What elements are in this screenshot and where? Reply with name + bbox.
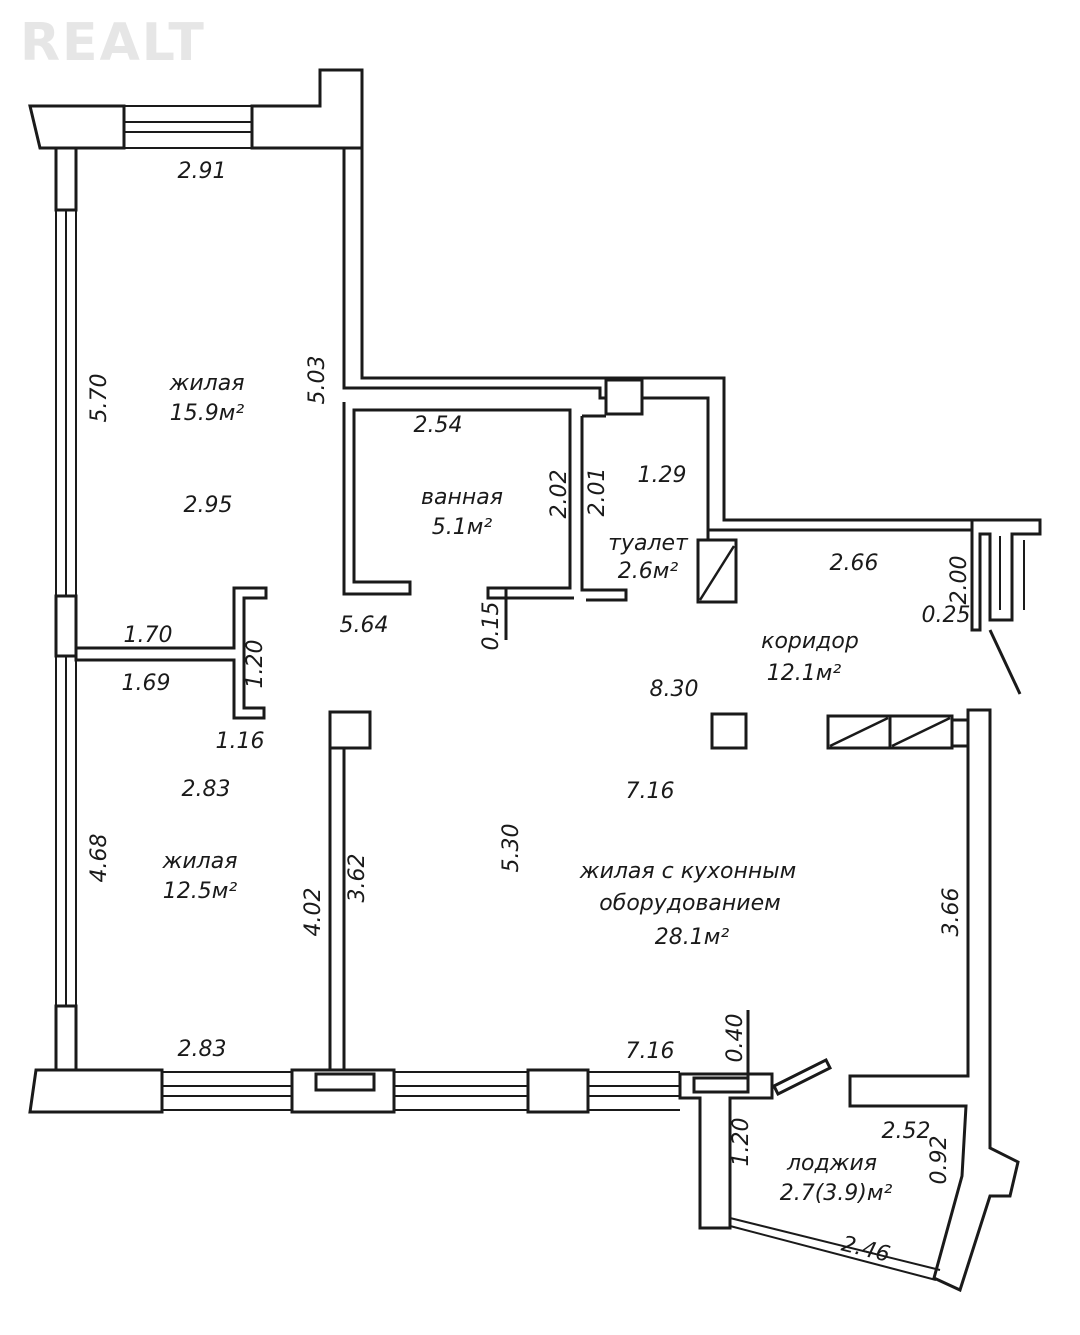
room-bath-area: 5.1м² bbox=[432, 515, 493, 540]
dim-5-64: 5.64 bbox=[340, 613, 389, 638]
wall-right-kitchen bbox=[848, 708, 1020, 1293]
dim-2-01: 2.01 bbox=[585, 468, 610, 517]
loggia-glazing bbox=[729, 1217, 941, 1271]
dim-4-02: 4.02 bbox=[301, 888, 326, 937]
dim-3-62: 3.62 bbox=[345, 854, 370, 903]
window-left-lower bbox=[55, 656, 77, 1006]
window-bottom-3 bbox=[588, 1071, 680, 1111]
room-kitchen-line2: оборудованием bbox=[599, 891, 780, 916]
window-left-upper bbox=[55, 210, 77, 596]
dim-7-16-upper: 7.16 bbox=[626, 779, 675, 804]
dim-0-15: 0.15 bbox=[479, 602, 504, 651]
window-bottom-1 bbox=[162, 1071, 292, 1111]
entry-door-swing bbox=[988, 629, 1022, 695]
window-bottom-2 bbox=[394, 1071, 528, 1111]
dim-1-69: 1.69 bbox=[122, 671, 171, 696]
wall-left-upper-pier bbox=[54, 146, 78, 212]
dim-1-29: 1.29 bbox=[638, 463, 687, 488]
wall-bottom-pier-1-recess bbox=[314, 1072, 376, 1092]
toilet-shaft-hatch bbox=[698, 545, 736, 601]
dim-1-70: 1.70 bbox=[124, 623, 173, 648]
room-loggia-name: лоджия bbox=[786, 1151, 877, 1176]
dim-1-20-loggia: 1.20 bbox=[729, 1118, 754, 1167]
dim-2-00: 2.00 bbox=[947, 556, 972, 605]
dim-2-83-upper: 2.83 bbox=[182, 777, 231, 802]
wall-corridor-right bbox=[970, 518, 1042, 632]
dim-2-66: 2.66 bbox=[830, 551, 879, 576]
dim-8-30: 8.30 bbox=[650, 677, 699, 702]
wall-left-lower-pier bbox=[54, 1004, 78, 1072]
dim-2-95: 2.95 bbox=[184, 493, 233, 518]
wall-loggia-left bbox=[678, 1072, 774, 1230]
dim-4-68: 4.68 bbox=[87, 834, 112, 883]
room-kitchen-line1: жилая с кухонным bbox=[579, 859, 797, 884]
room-loggia-area: 2.7(3.9)м² bbox=[780, 1181, 893, 1206]
dim-0-25: 0.25 bbox=[922, 603, 971, 628]
dim-1-20-upper: 1.20 bbox=[243, 640, 268, 689]
wall-toilet bbox=[580, 416, 628, 602]
room-living2-name: жилая bbox=[162, 849, 238, 874]
room-kitchen-area: 28.1м² bbox=[655, 925, 730, 950]
wall-t-partition bbox=[74, 586, 268, 720]
watermark-logo: REALT bbox=[20, 13, 206, 73]
dim-2-54: 2.54 bbox=[414, 413, 463, 438]
dim-3-66: 3.66 bbox=[939, 888, 964, 937]
room-living2-area: 12.5м² bbox=[163, 879, 238, 904]
dim-1-16: 1.16 bbox=[216, 729, 265, 754]
dim-7-16-lower: 7.16 bbox=[626, 1039, 675, 1064]
room-living1-name: жилая bbox=[169, 371, 245, 396]
wall-left-middle-pier bbox=[54, 594, 78, 658]
window-top bbox=[124, 105, 252, 149]
wall-top-middle bbox=[250, 68, 364, 150]
balcony-door-leaf bbox=[771, 1057, 833, 1097]
dim-2-83-lower: 2.83 bbox=[178, 1037, 227, 1062]
shaft-top bbox=[604, 378, 644, 416]
dim-5-70: 5.70 bbox=[87, 374, 112, 423]
room-living1-area: 15.9м² bbox=[170, 401, 245, 426]
dim-2-46: 2.46 bbox=[839, 1232, 893, 1268]
wall-living2-kitchen bbox=[328, 746, 346, 1072]
column-middle bbox=[710, 712, 748, 750]
wall-bathroom bbox=[342, 402, 574, 600]
room-corridor-area: 12.1м² bbox=[767, 661, 842, 686]
room-toilet-name: туалет bbox=[608, 531, 689, 556]
room-toilet-area: 2.6м² bbox=[618, 559, 679, 584]
loggia-glazing-inner bbox=[729, 1225, 937, 1281]
dim-0-40: 0.40 bbox=[723, 1014, 748, 1063]
column-left bbox=[328, 710, 372, 750]
dim-2-52: 2.52 bbox=[882, 1119, 931, 1144]
dim-2-02: 2.02 bbox=[547, 470, 572, 519]
dim-5-30: 5.30 bbox=[499, 824, 524, 873]
wall-loggia-left-recess bbox=[692, 1076, 750, 1094]
kitchen-ventilation-block bbox=[826, 714, 970, 750]
wall-bottom-left bbox=[28, 1068, 164, 1114]
wall-bottom-pier-2 bbox=[526, 1068, 590, 1114]
dim-2-91: 2.91 bbox=[178, 159, 227, 184]
dim-0-92: 0.92 bbox=[927, 1136, 952, 1185]
room-bath-name: ванная bbox=[421, 485, 503, 510]
room-corridor-name: коридор bbox=[761, 629, 859, 654]
wall-top-left bbox=[28, 104, 126, 150]
dim-5-03: 5.03 bbox=[305, 356, 330, 405]
